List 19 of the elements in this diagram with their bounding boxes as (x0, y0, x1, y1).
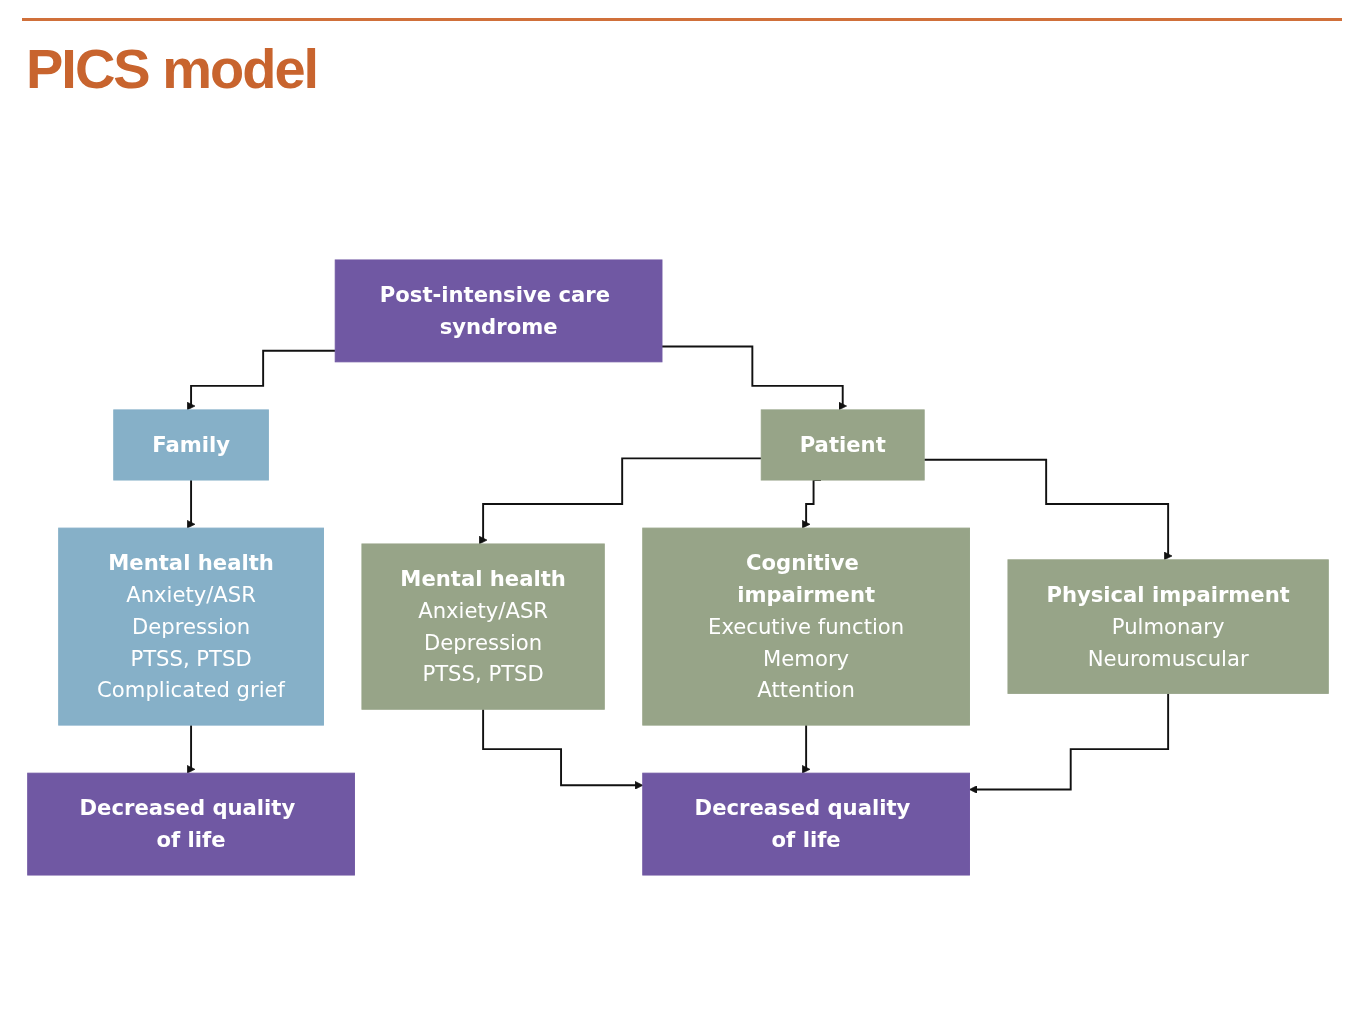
arrow (186, 349, 337, 411)
node-box: Cognitive impairment Executive function Memory Attention (642, 527, 970, 726)
node-box: Post-intensive care syndrome (334, 259, 663, 363)
node-box: Patient (760, 409, 925, 481)
arrow (661, 345, 847, 411)
node-box: Mental health Anxiety/ASR Depression PTSS, PTSD (361, 543, 605, 710)
node-box: Physical impairment Pulmonary Neuromuscular (1007, 559, 1329, 694)
arrow (186, 479, 196, 529)
arrow (923, 458, 1173, 561)
arrow (482, 708, 644, 790)
arrow (969, 692, 1170, 794)
node-box: Mental health Anxiety/ASR Depression PTSS, PTSD Complicated grief (58, 527, 324, 726)
node-box: Family (113, 409, 269, 481)
node-box: Decreased quality of life (642, 772, 970, 876)
arrow (478, 457, 763, 545)
title: PICS model (26, 36, 318, 101)
node-box: Decreased quality of life (27, 772, 355, 876)
arrow (801, 724, 811, 774)
arrow (186, 724, 196, 774)
